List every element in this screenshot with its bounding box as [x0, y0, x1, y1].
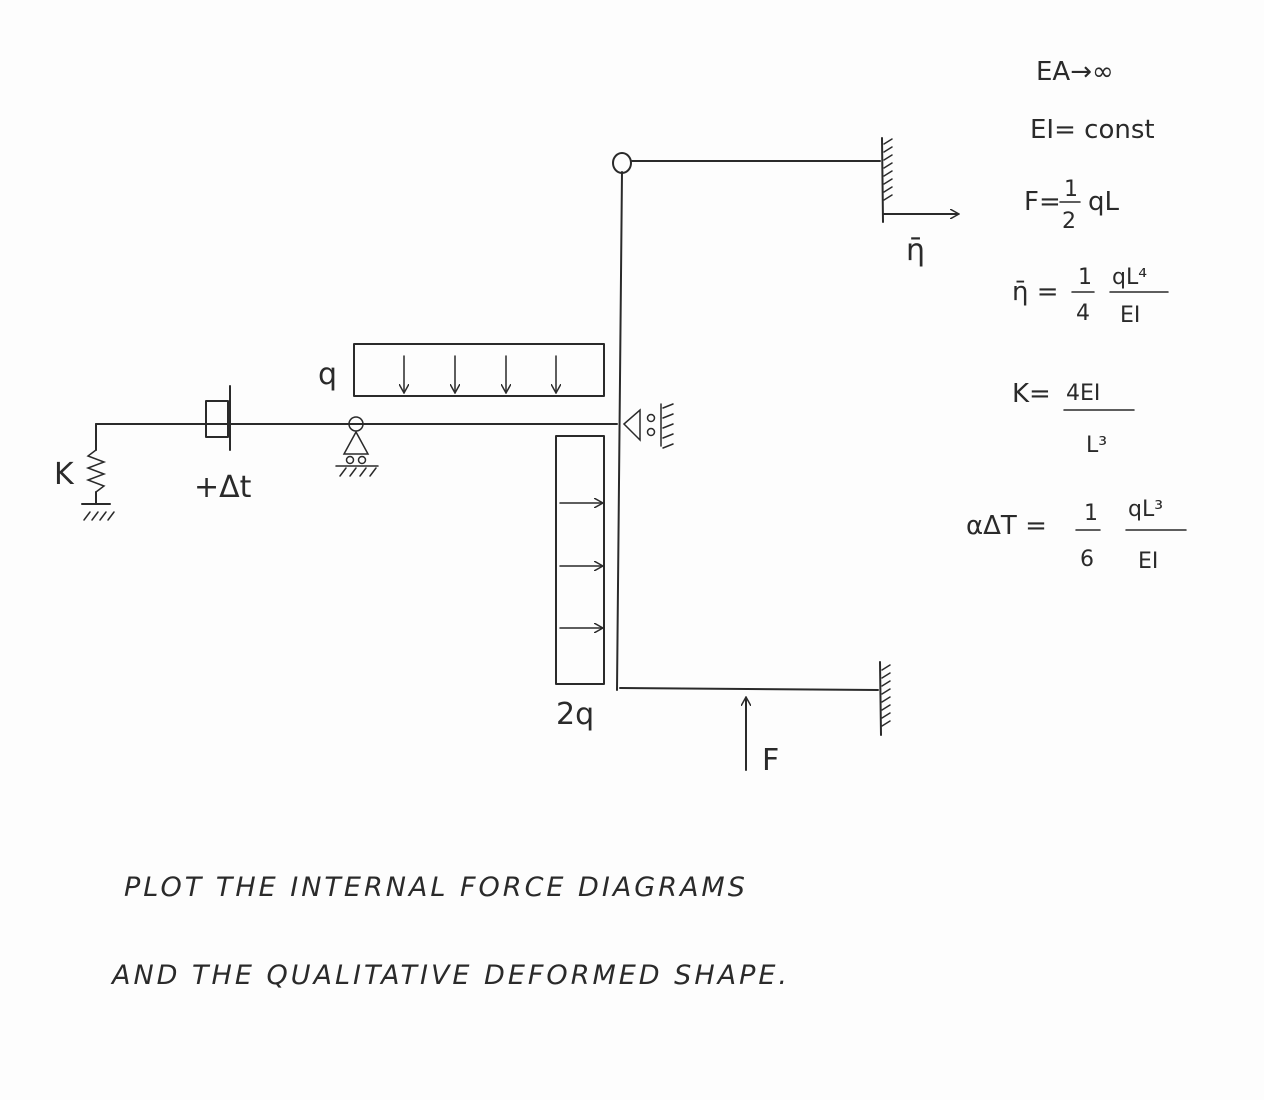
- svg-text:qL³: qL³: [1128, 497, 1163, 522]
- task-line-1: PLOT THE INTERNAL FORCE DIAGRAMS: [124, 872, 748, 903]
- label-thermal: +Δt: [194, 470, 252, 505]
- bottom-beam: [619, 687, 879, 691]
- svg-text:2: 2: [1062, 209, 1076, 234]
- vertical-column: [616, 171, 623, 691]
- svg-text:L³: L³: [1086, 433, 1107, 458]
- prop-alpha-dt: αΔT = 1 6 qL³ EI: [966, 497, 1187, 574]
- label-spring-k: K: [54, 457, 75, 492]
- svg-text:1: 1: [1078, 265, 1092, 290]
- svg-text:αΔT =: αΔT =: [966, 511, 1047, 541]
- svg-text:4EI: 4EI: [1066, 381, 1100, 406]
- label-q: q: [318, 357, 337, 392]
- distributed-load-q: [353, 343, 605, 397]
- prop-k: K= 4EI L³: [1012, 379, 1135, 458]
- distributed-load-2q: [555, 435, 605, 685]
- fixed-support-top: [881, 137, 893, 223]
- label-2q: 2q: [556, 697, 594, 732]
- spring-support: [81, 423, 115, 521]
- svg-text:EI: EI: [1138, 549, 1158, 574]
- fixed-support-bottom: [879, 661, 891, 736]
- roller-support: [335, 416, 379, 477]
- label-force: F: [762, 743, 779, 778]
- svg-text:EI: EI: [1120, 303, 1140, 328]
- prop-eta: η̄ = 1 4 qL⁴ EI: [1012, 265, 1169, 328]
- thermal-element: [205, 385, 231, 451]
- prop-ea: EA→∞: [1036, 57, 1114, 87]
- svg-text:6: 6: [1080, 547, 1094, 572]
- svg-text:1: 1: [1084, 501, 1098, 526]
- task-line-2: AND THE QUALITATIVE DEFORMED SHAPE.: [110, 960, 790, 991]
- svg-text:1: 1: [1064, 177, 1078, 202]
- svg-text:4: 4: [1076, 301, 1090, 326]
- label-displacement: η̄: [906, 233, 925, 268]
- svg-text:K=: K=: [1012, 379, 1051, 409]
- svg-text:qL⁴: qL⁴: [1112, 265, 1147, 290]
- prop-ei: EI= const: [1030, 115, 1155, 145]
- svg-text:η̄ =: η̄ =: [1012, 277, 1059, 307]
- prop-f: F= 1 2 qL: [1024, 177, 1120, 234]
- svg-text:qL: qL: [1088, 187, 1120, 217]
- top-hinge: [612, 152, 632, 174]
- svg-text:F=: F=: [1024, 187, 1061, 217]
- slider-support: [622, 403, 674, 449]
